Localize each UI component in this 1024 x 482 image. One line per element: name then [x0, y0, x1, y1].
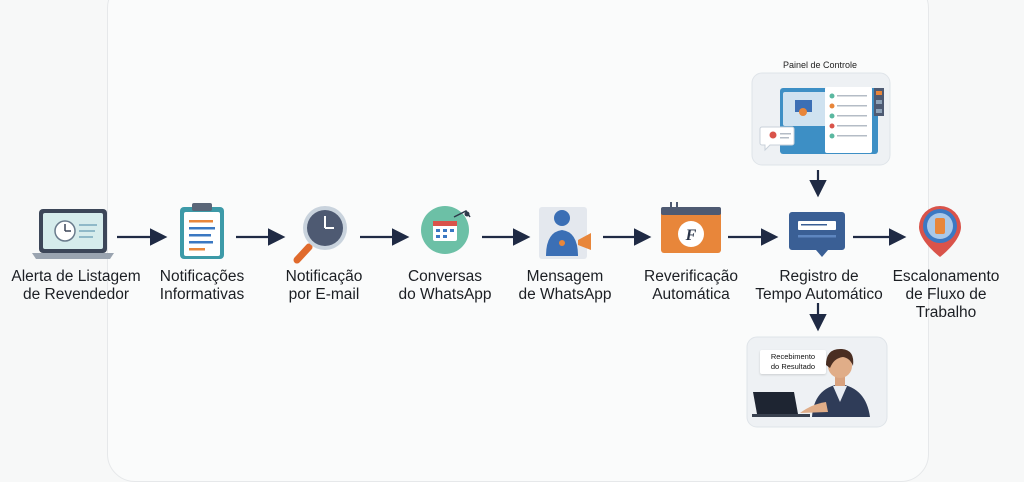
browser-f-icon: F [661, 202, 721, 253]
chat-calendar-icon [421, 206, 471, 254]
step-6-line-2: Automática [652, 286, 730, 303]
dashboard-screen-icon [751, 72, 891, 166]
result-line-1: Recebimento [770, 352, 816, 361]
result-line-2: do Resultado [770, 362, 816, 371]
step-1-line-1: Alerta de Listagem [11, 268, 141, 285]
step-7-line-2: Tempo Automático [755, 286, 883, 303]
step-7-line-1: Registro de [779, 268, 859, 285]
step-8-line-1: Escalonamento [892, 268, 1000, 285]
step-2-line-2: Informativas [159, 286, 245, 303]
step-label-1: Alerta de Listagem de Revendedor [0, 268, 161, 304]
step-4-line-2: do WhatsApp [398, 286, 492, 303]
step-label-5: Mensagem de WhatsApp [480, 268, 650, 304]
step-2-line-1: Notificações [159, 268, 245, 285]
chat-bubble-icon [789, 212, 845, 257]
step-8-line-3: Trabalho [915, 304, 977, 321]
step-label-8: Escalonamento de Fluxo de Trabalho [861, 268, 1024, 322]
person-megaphone-icon [539, 207, 591, 259]
step-label-6: Reverificação Automática [606, 268, 776, 304]
step-5-line-2: de WhatsApp [518, 286, 612, 303]
step-6-line-1: Reverificação [644, 268, 738, 285]
magnifier-clock-icon [293, 206, 347, 264]
step-3-line-2: por E-mail [288, 286, 360, 303]
step-4-line-1: Conversas [407, 268, 483, 285]
step-label-7: Registro de Tempo Automático [734, 268, 904, 304]
svg-text:F: F [685, 227, 697, 244]
step-8-line-2: de Fluxo de [905, 286, 987, 303]
map-pin-icon [919, 206, 961, 257]
clipboard-icon [180, 203, 224, 259]
step-5-line-1: Mensagem [526, 268, 604, 285]
laptop-clock-icon [32, 209, 114, 259]
step-3-line-1: Notificação [285, 268, 363, 285]
workflow-diagram: F [32, 72, 961, 428]
step-label-4: Conversas do WhatsApp [360, 268, 530, 304]
dashboard-title: Painel de Controle [782, 60, 858, 70]
step-1-line-2: de Revendedor [23, 286, 129, 303]
step-label-2: Notificações Informativas [117, 268, 287, 304]
step-label-3: Notificação por E-mail [239, 268, 409, 304]
result-tag: Recebimento do Resultado [760, 350, 826, 374]
flow-arrows [117, 170, 907, 332]
